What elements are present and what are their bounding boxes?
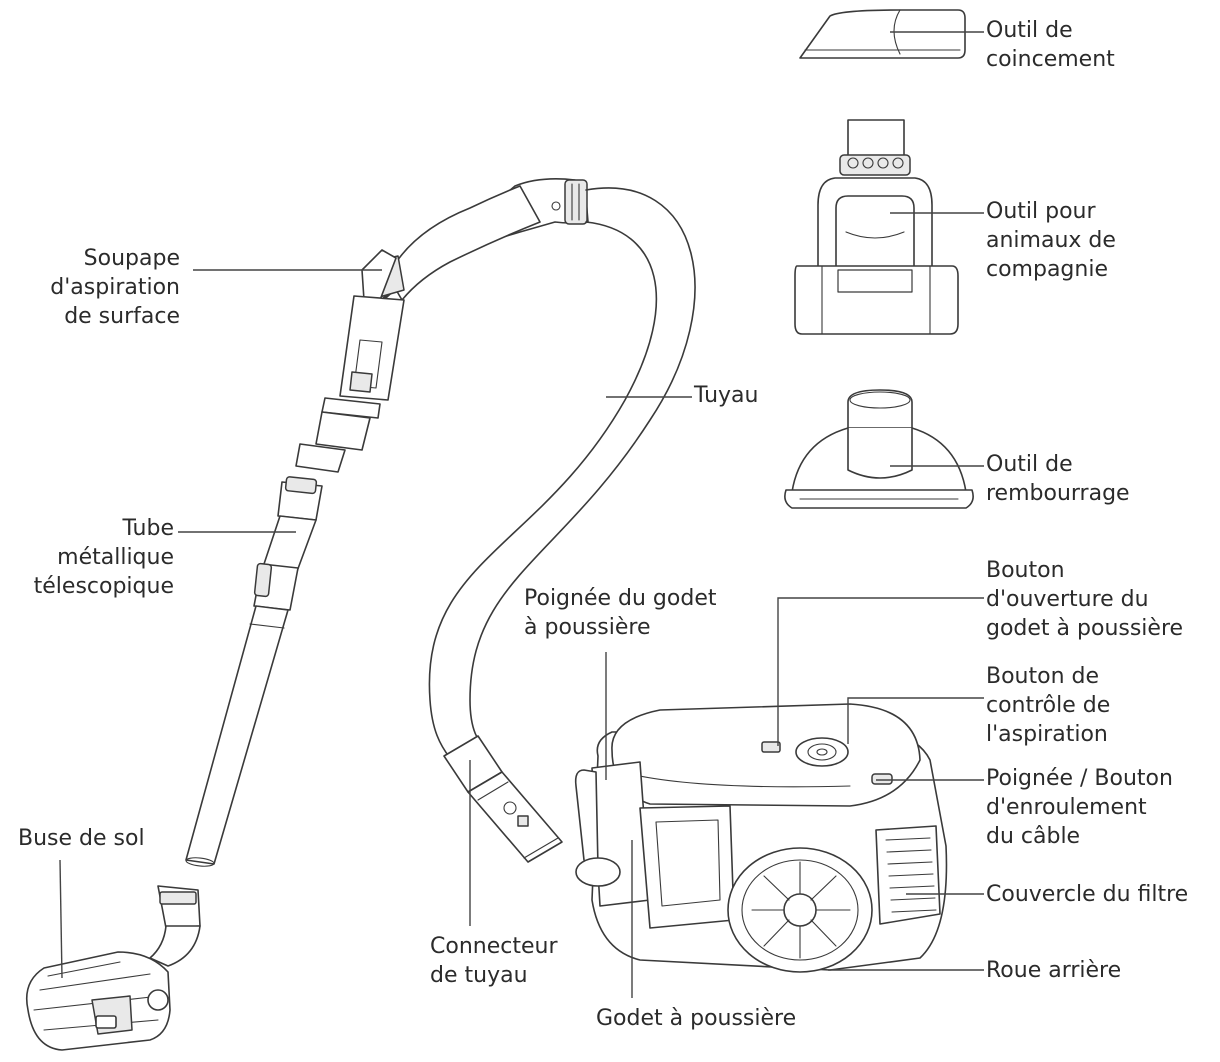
label-line: Poignée du godet (524, 586, 717, 611)
hose-connector-part (443, 735, 563, 863)
label-crevice-tool: Outil de coincement (986, 16, 1115, 74)
label-line: Godet à poussière (596, 1006, 797, 1031)
label-line: Connecteur (430, 934, 558, 959)
label-line: coincement (986, 47, 1115, 72)
canister-body (574, 703, 948, 973)
label-line: d'ouverture du (986, 587, 1149, 612)
hose (428, 187, 696, 759)
leader-bin-release (777, 597, 984, 746)
label-filter-cover: Couvercle du filtre (986, 880, 1188, 909)
label-line: de tuyau (430, 963, 528, 988)
label-hose-connector: Connecteur de tuyau (430, 932, 558, 990)
label-upholstery-tool: Outil de rembourrage (986, 450, 1130, 508)
label-line: Roue arrière (986, 958, 1122, 983)
crevice-tool (799, 9, 966, 59)
label-line: d'enroulement (986, 795, 1147, 820)
label-line: Buse de sol (18, 826, 145, 851)
hose-handle (295, 178, 589, 473)
label-line: du câble (986, 824, 1081, 849)
label-dust-bin: Godet à poussière (596, 1004, 796, 1033)
label-rear-wheel: Roue arrière (986, 956, 1121, 985)
label-line: godet à poussière (986, 616, 1184, 641)
label-line: Bouton de (986, 664, 1100, 689)
label-line: Outil de (986, 452, 1073, 477)
leader-floor-nozzle (59, 859, 63, 979)
label-line: Outil pour (986, 199, 1096, 224)
label-line: Tube (122, 516, 174, 541)
label-line: rembourrage (986, 481, 1130, 506)
label-line: métallique (57, 545, 174, 570)
label-hose: Tuyau (694, 381, 759, 410)
label-line: Bouton (986, 558, 1065, 583)
label-line: compagnie (986, 257, 1108, 282)
floor-nozzle (25, 885, 201, 1051)
label-pet-tool: Outil pour animaux de compagnie (986, 197, 1116, 284)
leader-lines (59, 31, 984, 998)
label-surface-suction-valve: Soupape d'aspiration de surface (50, 244, 180, 331)
telescopic-tube (185, 476, 323, 867)
label-line: de surface (64, 304, 180, 329)
label-line: Poignée / Bouton (986, 766, 1173, 791)
label-line: d'aspiration (50, 275, 180, 300)
label-line: télescopique (33, 574, 174, 599)
label-line: Outil de (986, 18, 1073, 43)
label-line: Soupape (83, 246, 180, 271)
label-line: à poussière (524, 615, 651, 640)
label-telescopic-tube: Tube métallique télescopique (34, 514, 174, 601)
label-line: Couvercle du filtre (986, 882, 1189, 907)
label-line: Tuyau (694, 383, 759, 408)
upholstery-tool (784, 389, 974, 509)
leader-suction-control (847, 697, 984, 744)
label-bin-release-button: Bouton d'ouverture du godet à poussière (986, 556, 1183, 643)
label-suction-control: Bouton de contrôle de l'aspiration (986, 662, 1110, 749)
label-bin-handle: Poignée du godet à poussière (524, 584, 716, 642)
label-line: animaux de (986, 228, 1116, 253)
label-line: l'aspiration (986, 722, 1108, 747)
label-cord-rewind: Poignée / Bouton d'enroulement du câble (986, 764, 1173, 851)
label-floor-nozzle: Buse de sol (18, 824, 145, 853)
pet-tool (794, 119, 959, 335)
label-line: contrôle de (986, 693, 1111, 718)
